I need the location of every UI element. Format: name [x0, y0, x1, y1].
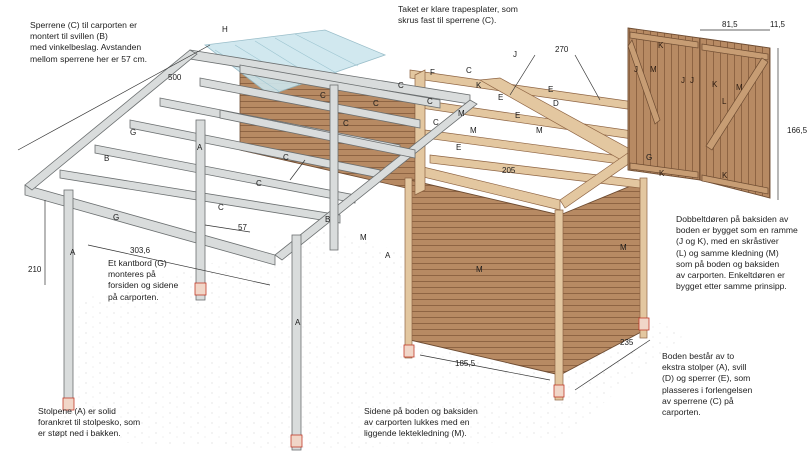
dimension-500: 500	[168, 73, 182, 82]
dimension-57: 57	[238, 223, 247, 232]
part-label-m-top: M	[458, 109, 465, 118]
dimension-303-6: 303,6	[130, 246, 151, 255]
part-label-j-shed: J	[513, 50, 517, 59]
note-doors: Dobbeltdøren på baksiden av boden er byg…	[676, 214, 798, 292]
part-label-c-2: C	[256, 179, 262, 188]
dimension-81-5: 81,5	[722, 20, 738, 29]
shed-front-post	[404, 177, 413, 359]
post-shoes	[62, 282, 650, 448]
part-label-g-front: G	[113, 213, 119, 222]
double-door	[627, 27, 771, 199]
part-label-k-door-3: K	[722, 171, 728, 180]
dimension-166-5: 166,5	[787, 126, 808, 135]
part-label-c-6: C	[373, 99, 379, 108]
part-label-a-shed: A	[385, 251, 391, 260]
dimension-270: 270	[555, 45, 569, 54]
part-label-m-back: M	[360, 233, 367, 242]
part-label-m-door-2: M	[736, 83, 743, 92]
part-label-j-door-3: J	[690, 76, 694, 85]
part-label-e-2: E	[498, 93, 503, 102]
part-label-f: F	[430, 68, 435, 77]
dimension-lines	[17, 29, 779, 391]
part-label-c-8: C	[427, 97, 433, 106]
note-posts: Stolpene (A) er solid forankret til stol…	[38, 406, 141, 439]
note-rafters: Sperrene (C) til carporten er montert ti…	[30, 20, 148, 64]
part-label-g-shed: G	[646, 153, 652, 162]
part-label-m-front: M	[476, 265, 483, 274]
note-cladding: Sidene på boden og baksiden av carporten…	[364, 406, 478, 439]
part-label-k-door-4: K	[659, 169, 665, 178]
part-label-c-5: C	[343, 119, 349, 128]
dimension-235: 235	[620, 338, 634, 347]
part-label-g-side: G	[130, 128, 136, 137]
part-label-m-door-1: M	[650, 65, 657, 74]
note-roof: Taket er klare trapesplater, som skrus f…	[398, 4, 518, 26]
part-label-c-10: C	[466, 66, 472, 75]
shed-timber-frame	[409, 69, 696, 211]
part-label-k-door-1: K	[658, 41, 664, 50]
carport-steel-frame	[24, 49, 478, 266]
part-label-j-door-2: J	[681, 76, 685, 85]
part-label-m-right: M	[536, 126, 543, 135]
part-label-h: H	[222, 25, 228, 34]
part-label-c-9: C	[433, 118, 439, 127]
dimension-11-5: 11,5	[770, 20, 786, 29]
part-label-l-door: L	[722, 97, 727, 106]
part-label-a-corner: A	[295, 318, 301, 327]
dimension-185-5: 185,5	[455, 359, 476, 368]
note-fascia: Et kantbord (G) monteres på forsiden og …	[108, 258, 179, 302]
part-label-m-side: M	[620, 243, 627, 252]
dimension-205: 205	[502, 166, 516, 175]
part-label-b-side: B	[325, 215, 330, 224]
part-label-d: D	[553, 99, 559, 108]
part-label-c-1: C	[283, 153, 289, 162]
shed-back-post	[639, 177, 648, 339]
part-label-j-door-1: J	[634, 65, 638, 74]
part-label-a-mid: A	[197, 143, 203, 152]
part-label-c-3: C	[218, 203, 224, 212]
roof-panels	[203, 29, 387, 96]
part-label-c-7: C	[398, 81, 404, 90]
part-label-m-mid: M	[470, 126, 477, 135]
part-label-e-1: E	[456, 143, 461, 152]
dimension-210: 210	[28, 265, 42, 274]
ground-area	[60, 230, 690, 450]
part-label-e-4: E	[548, 85, 553, 94]
part-label-k-door-2: K	[712, 80, 718, 89]
part-label-e-3: E	[515, 111, 520, 120]
shed-corner-post	[554, 209, 564, 401]
note-shed: Boden består av to ekstra stolper (A), s…	[662, 351, 753, 418]
part-label-c-4: C	[320, 91, 326, 100]
part-label-b: B	[104, 154, 109, 163]
part-label-k-shed: K	[476, 81, 482, 90]
part-label-a-front: A	[70, 248, 76, 257]
